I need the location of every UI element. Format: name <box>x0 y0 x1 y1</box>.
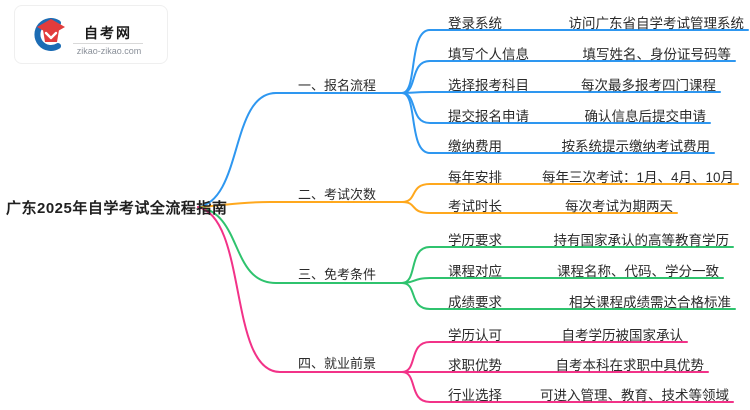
subtopic-desc: 自考本科在求职中具优势 <box>555 358 705 373</box>
subtopic-node[interactable]: 选择报考科目 每次最多报考四门课程 <box>448 74 716 94</box>
subtopic-label: 登录系统 <box>448 16 502 31</box>
row-connector <box>401 201 678 214</box>
branch-node-4[interactable]: 四、就业前景 <box>297 356 376 371</box>
subtopic-desc: 确认信息后提交申请 <box>584 109 707 124</box>
branch-3-connector <box>197 206 403 284</box>
subtopic-label: 学历认可 <box>448 328 502 343</box>
subtopic-desc: 持有国家承认的高等教育学历 <box>553 233 730 248</box>
site-logo: 自考网 zikao-zikao.com <box>14 5 168 64</box>
subtopic-label: 每年安排 <box>448 170 502 185</box>
branch-1-connector <box>197 92 403 208</box>
subtopic-node[interactable]: 缴纳费用 按系统提示缴纳考试费用 <box>448 135 710 155</box>
subtopic-desc: 访问广东省自学考试管理系统 <box>568 16 745 31</box>
logo-title: 自考网 <box>84 25 132 41</box>
row-connector <box>401 282 736 310</box>
subtopic-label: 求职优势 <box>448 358 502 373</box>
subtopic-desc: 按系统提示缴纳考试费用 <box>561 139 711 154</box>
subtopic-node[interactable]: 提交报名申请 确认信息后提交申请 <box>448 105 706 125</box>
subtopic-desc: 可进入管理、教育、技术等领域 <box>540 388 729 403</box>
subtopic-desc: 课程名称、代码、学分一致 <box>557 264 719 279</box>
subtopic-label: 考试时长 <box>448 199 502 214</box>
subtopic-desc: 每次最多报考四门课程 <box>581 78 716 93</box>
row-connector <box>401 341 688 373</box>
subtopic-label: 提交报名申请 <box>448 109 529 124</box>
subtopic-node[interactable]: 成绩要求 相关课程成绩需达合格标准 <box>448 291 731 311</box>
row-connector <box>401 92 715 154</box>
subtopic-node[interactable]: 每年安排 每年三次考试：1月、4月、10月 <box>448 166 734 186</box>
subtopic-desc: 填写姓名、身份证号码等 <box>582 47 732 62</box>
row-connector <box>401 60 736 94</box>
subtopic-label: 成绩要求 <box>448 295 502 310</box>
subtopic-label: 选择报考科目 <box>448 78 529 93</box>
branch-4-connector <box>197 206 403 373</box>
subtopic-label: 学历要求 <box>448 233 502 248</box>
branch-node-2[interactable]: 二、考试次数 <box>297 187 376 202</box>
logo-domain: zikao-zikao.com <box>76 46 142 56</box>
subtopic-node[interactable]: 求职优势 自考本科在求职中具优势 <box>448 354 704 374</box>
logo-divider <box>73 43 143 44</box>
row-connector <box>401 29 749 94</box>
subtopic-node[interactable]: 行业选择 可进入管理、教育、技术等领域 <box>448 384 729 404</box>
subtopic-node[interactable]: 登录系统 访问广东省自学考试管理系统 <box>448 12 744 32</box>
subtopic-desc: 每年三次考试：1月、4月、10月 <box>541 170 734 185</box>
subtopic-node[interactable]: 学历认可 自考学历被国家承认 <box>448 324 683 344</box>
subtopic-label: 填写个人信息 <box>448 47 529 62</box>
row-connector <box>401 371 734 403</box>
branch-2-connector <box>197 201 403 208</box>
subtopic-label: 课程对应 <box>448 264 502 279</box>
subtopic-desc: 每次考试为期两天 <box>565 199 673 214</box>
graduation-cap-icon <box>34 18 65 51</box>
subtopic-node[interactable]: 考试时长 每次考试为期两天 <box>448 195 673 215</box>
subtopic-desc: 自考学历被国家承认 <box>561 328 684 343</box>
subtopic-node[interactable]: 学历要求 持有国家承认的高等教育学历 <box>448 229 729 249</box>
central-topic[interactable]: 广东2025年自学考试全流程指南 <box>6 200 228 217</box>
subtopic-node[interactable]: 课程对应 课程名称、代码、学分一致 <box>448 260 719 280</box>
subtopic-node[interactable]: 填写个人信息 填写姓名、身份证号码等 <box>448 43 731 63</box>
branch-node-3[interactable]: 三、免考条件 <box>297 267 376 282</box>
subtopic-label: 行业选择 <box>448 388 502 403</box>
branch-node-1[interactable]: 一、报名流程 <box>297 78 376 93</box>
subtopic-desc: 相关课程成绩需达合格标准 <box>569 295 731 310</box>
subtopic-label: 缴纳费用 <box>448 139 502 154</box>
